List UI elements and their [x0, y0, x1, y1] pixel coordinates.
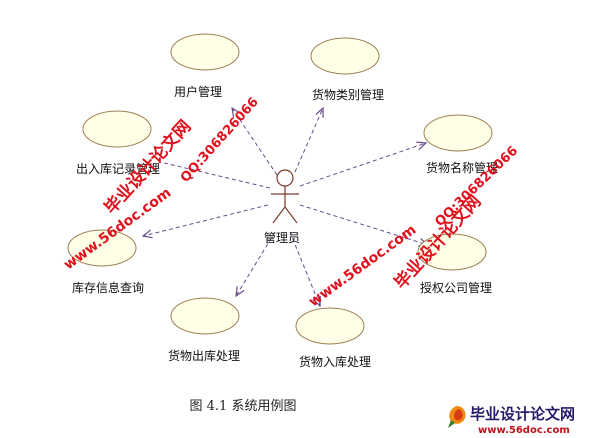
use-case-label: 货物出库处理 [168, 348, 240, 363]
use-case-user-mgmt: 用户管理 [170, 33, 240, 99]
figure-caption: 图 4.1 系统用例图 [190, 399, 297, 414]
use-case-goods-name-mgmt: 货物名称管理 [423, 114, 498, 175]
actor-figure-icon [271, 169, 299, 224]
use-case-label: 货物类别管理 [312, 87, 384, 102]
association-goods-outbound [236, 231, 276, 296]
watermark-qq: QQ:306826066 [178, 95, 262, 186]
use-case-goods-inbound: 货物入库处理 [295, 307, 371, 369]
association-stock-info-query [143, 204, 269, 236]
association-goods-category-mgmt [294, 108, 323, 173]
association-goods-name-mgmt [299, 143, 426, 187]
use-case-goods-outbound: 货物出库处理 [168, 297, 240, 363]
use-case-inout-record-mgmt: 出入库记录管理 [76, 110, 160, 176]
actor-label: 管理员 [264, 230, 300, 245]
use-case-label: 库存信息查询 [72, 280, 144, 295]
association-inout-record-mgmt [159, 161, 271, 189]
watermark-qq: QQ:306826066 [432, 144, 521, 230]
association-authorized-company-mgmt [299, 204, 428, 245]
logo-site-url: www.56doc.com [478, 425, 570, 436]
use-case-goods-category-mgmt: 货物类别管理 [310, 37, 384, 102]
use-case-label: 授权公司管理 [420, 280, 492, 295]
use-case-label: 出入库记录管理 [76, 161, 160, 176]
use-case-label: 货物入库处理 [299, 354, 371, 369]
association-lines [143, 108, 428, 306]
association-goods-inbound [289, 231, 320, 306]
use-case-label: 用户管理 [174, 84, 222, 99]
use-case-authorized-company-mgmt: 授权公司管理 [417, 233, 492, 295]
logo-site-name: 毕业设计论文网 [470, 405, 575, 423]
use-case-stock-info-query: 库存信息查询 [67, 229, 144, 295]
site-logo: 毕业设计论文网 www.56doc.com [448, 405, 575, 436]
logo-mark-icon [448, 406, 466, 428]
use-case-label: 货物名称管理 [426, 160, 498, 175]
